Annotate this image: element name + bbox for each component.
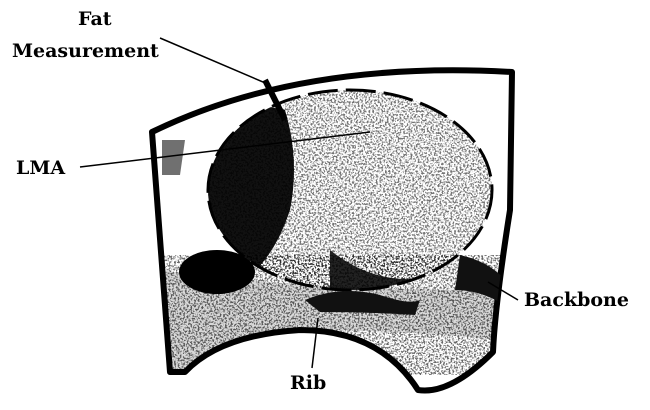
fat-label-line1: Fat	[78, 8, 112, 30]
lma-label: LMA	[16, 157, 65, 179]
backbone-label: Backbone	[524, 289, 629, 311]
fat-label-line2: Measurement	[12, 40, 159, 62]
fat-patch	[179, 250, 255, 294]
fat-measurement-pointer	[160, 38, 270, 85]
rib-label: Rib	[290, 372, 326, 394]
